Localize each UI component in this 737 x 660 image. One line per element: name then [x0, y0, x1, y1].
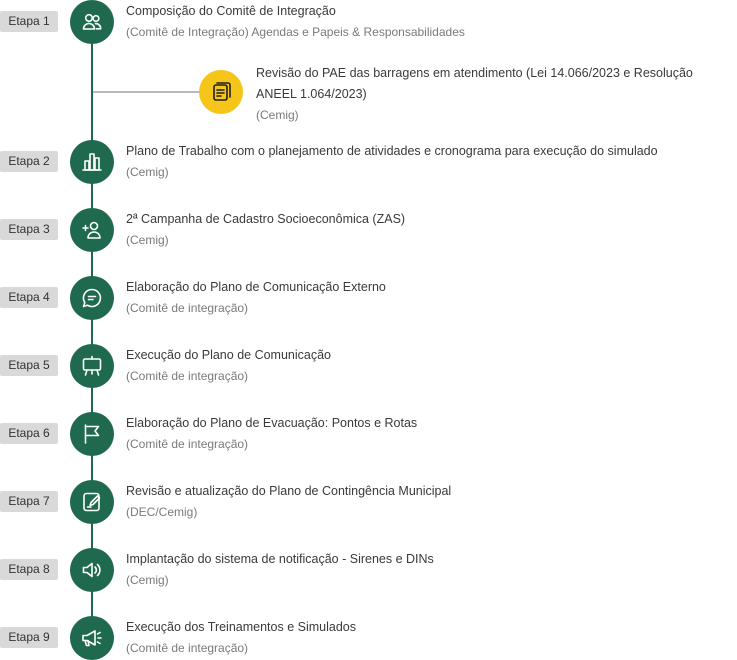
step-text: Execução do Plano de Comunicação (Comitê…: [126, 345, 331, 387]
step-sub: (Comitê de integração): [126, 641, 249, 655]
step-text: Elaboração do Plano de Evacuação: Pontos…: [126, 413, 417, 455]
add-user-icon: [70, 208, 114, 252]
side-item-title: Revisão do PAE das barragens em atendime…: [256, 66, 693, 101]
step-title: Plano de Trabalho com o planejamento de …: [126, 144, 658, 158]
side-item-sub: (Cemig): [256, 108, 299, 122]
presentation-icon: [70, 344, 114, 388]
step-sub: (Cemig): [126, 573, 169, 587]
step-badge: Etapa 6: [0, 423, 58, 444]
step-sub: (Comitê de integração): [126, 301, 249, 315]
step-sub: (Cemig): [126, 233, 169, 247]
step-text: Revisão e atualização do Plano de Contin…: [126, 481, 451, 523]
step-title: Elaboração do Plano de Comunicação Exter…: [126, 280, 386, 294]
bar-chart-icon: [70, 140, 114, 184]
step-sub: (Comitê de integração): [126, 369, 249, 383]
step-text: 2ª Campanha de Cadastro Socioeconômica (…: [126, 209, 405, 251]
step-title: 2ª Campanha de Cadastro Socioeconômica (…: [126, 212, 406, 226]
megaphone-icon: [70, 616, 114, 660]
document-icon: [199, 70, 243, 114]
flag-icon: [70, 412, 114, 456]
step-badge: Etapa 4: [0, 287, 58, 308]
speaker-icon: [70, 548, 114, 592]
step-title: Elaboração do Plano de Evacuação: Pontos…: [126, 416, 418, 430]
step-title: Implantação do sistema de notificação - …: [126, 552, 434, 566]
step-text: Elaboração do Plano de Comunicação Exter…: [126, 277, 386, 319]
step-badge: Etapa 1: [0, 11, 58, 32]
side-item: Revisão do PAE das barragens em atendime…: [256, 63, 734, 126]
branch-connector: [93, 91, 221, 93]
chat-icon: [70, 276, 114, 320]
step-text: Composição do Comitê de Integração (Comi…: [126, 1, 465, 43]
step-title: Revisão e atualização do Plano de Contin…: [126, 484, 452, 498]
step-text: Plano de Trabalho com o planejamento de …: [126, 141, 658, 183]
step-badge: Etapa 2: [0, 151, 58, 172]
timeline-line: [91, 22, 93, 638]
step-sub: (Comitê de integração): [126, 437, 249, 451]
edit-document-icon: [70, 480, 114, 524]
step-badge: Etapa 8: [0, 559, 58, 580]
step-title: Composição do Comitê de Integração: [126, 4, 336, 18]
step-title: Execução do Plano de Comunicação: [126, 348, 331, 362]
step-sub: (Comitê de Integração) Agendas e Papeis …: [126, 25, 465, 39]
step-text: Implantação do sistema de notificação - …: [126, 549, 434, 591]
people-icon: [70, 0, 114, 44]
step-badge: Etapa 5: [0, 355, 58, 376]
step-badge: Etapa 3: [0, 219, 58, 240]
step-title: Execução dos Treinamentos e Simulados: [126, 620, 356, 634]
step-badge: Etapa 9: [0, 627, 58, 648]
step-sub: (DEC/Cemig): [126, 505, 198, 519]
step-sub: (Cemig): [126, 165, 169, 179]
step-text: Execução dos Treinamentos e Simulados (C…: [126, 617, 356, 659]
step-badge: Etapa 7: [0, 491, 58, 512]
